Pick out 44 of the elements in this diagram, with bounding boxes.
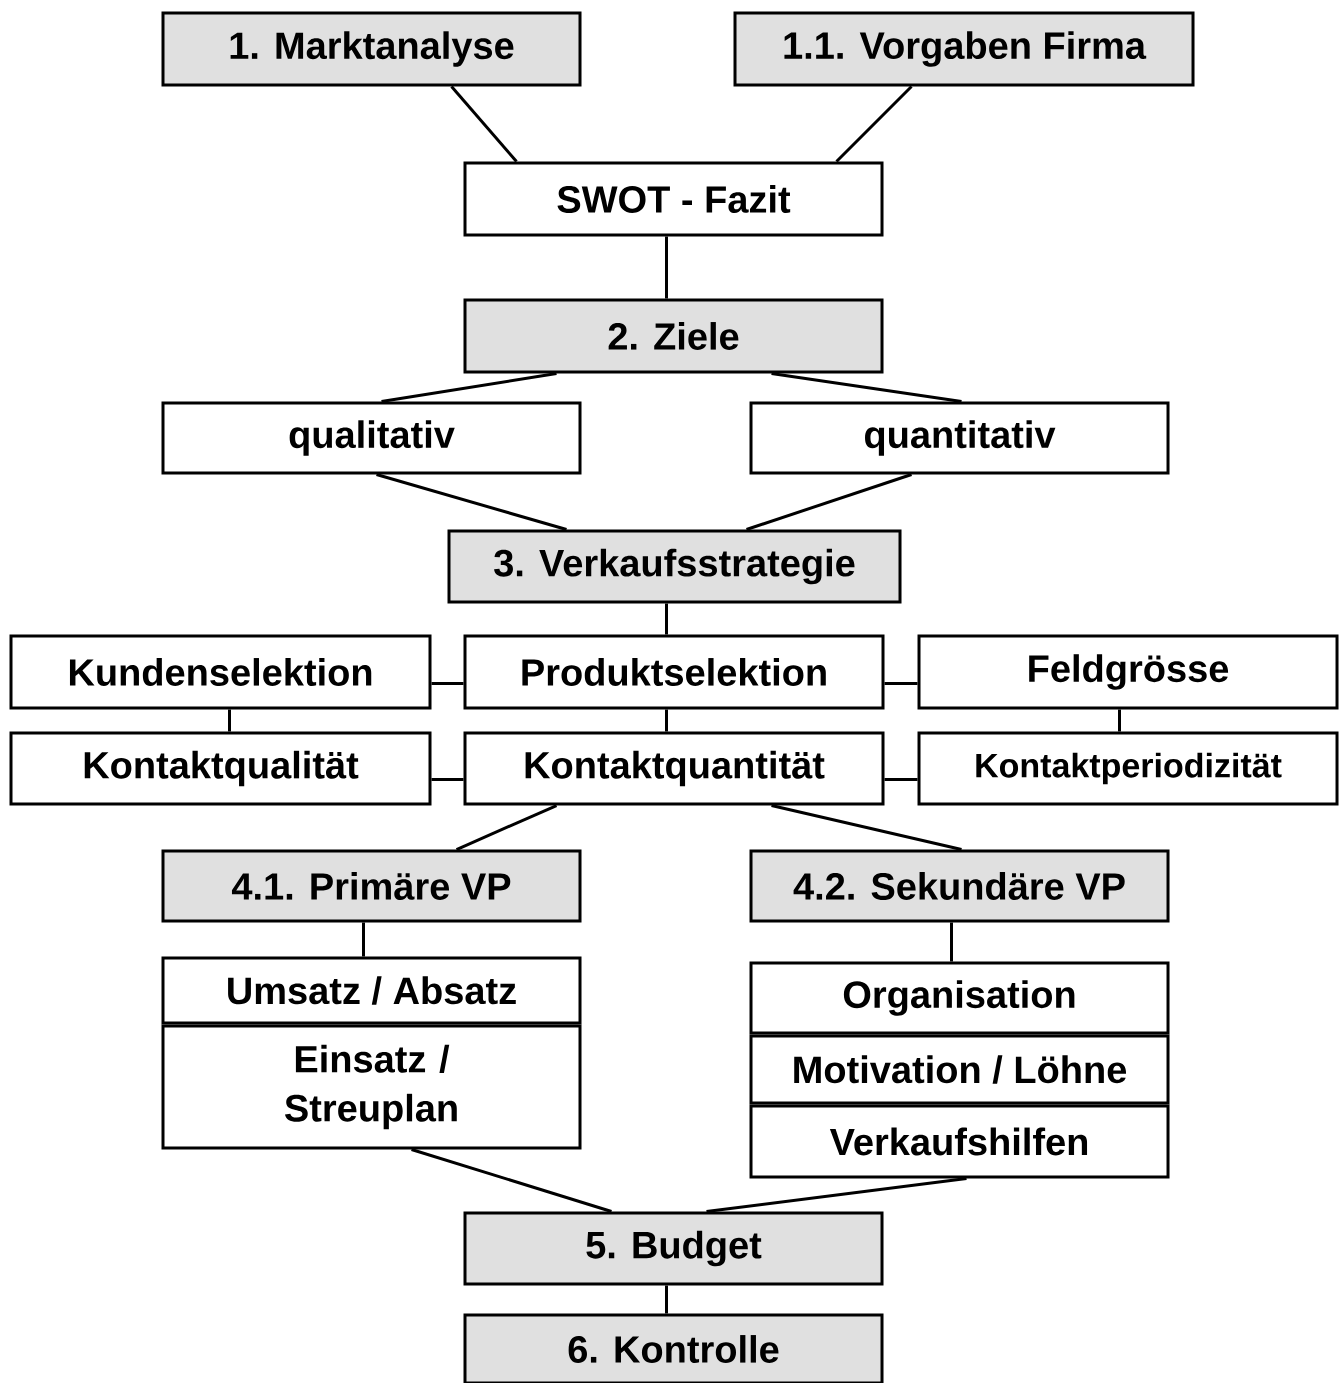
connector-line	[228, 709, 231, 732]
connector-line	[362, 922, 365, 957]
process-box: qualitativ	[161, 401, 582, 475]
connector-line	[665, 709, 668, 732]
connector-line	[411, 1148, 612, 1213]
process-box: Umsatz / Absatz	[161, 956, 582, 1025]
process-box: SWOT - Fazit	[463, 161, 884, 237]
connector-line	[771, 372, 962, 403]
connector-line	[665, 1285, 668, 1314]
process-box: Einsatz / Streuplan	[161, 1024, 582, 1150]
process-box: Kontaktquantität	[463, 731, 885, 806]
process-box: 3. Verkaufsstrategie	[447, 529, 902, 604]
connector-line	[706, 1177, 967, 1213]
connector-line	[455, 804, 558, 851]
process-box: Motivation / Löhne	[749, 1034, 1170, 1105]
connector-line	[376, 473, 567, 531]
process-box: Kontaktqualität	[9, 731, 432, 806]
process-box: Produktselektion	[463, 634, 885, 710]
process-box: Kontaktperiodizität	[917, 731, 1339, 806]
process-box: 2. Ziele	[463, 298, 884, 374]
process-box: 6. Kontrolle	[463, 1313, 884, 1383]
connector-line	[771, 804, 962, 851]
connector-line	[746, 473, 912, 531]
process-box: Kundenselektion	[9, 634, 432, 710]
connector-line	[381, 372, 557, 403]
connector-line	[835, 85, 913, 163]
process-box: 4.1. Primäre VP	[161, 849, 582, 923]
process-box: 4.2. Sekundäre VP	[749, 849, 1170, 923]
process-box: Feldgrösse	[917, 634, 1339, 710]
connector-line	[1118, 709, 1121, 732]
process-box: 1.1. Vorgaben Firma	[733, 11, 1195, 87]
process-box: Organisation	[749, 961, 1170, 1035]
process-box: 1. Marktanalyse	[161, 11, 582, 87]
connector-line	[431, 682, 464, 685]
connector-line	[950, 922, 953, 962]
connector-line	[884, 682, 918, 685]
connector-line	[665, 603, 668, 635]
connector-line	[884, 778, 918, 781]
process-box: 5. Budget	[463, 1211, 884, 1286]
process-box: quantitativ	[749, 401, 1170, 475]
connector-line	[450, 85, 518, 163]
connector-line	[431, 778, 464, 781]
process-box: Verkaufshilfen	[749, 1104, 1170, 1179]
connector-line	[665, 236, 668, 299]
